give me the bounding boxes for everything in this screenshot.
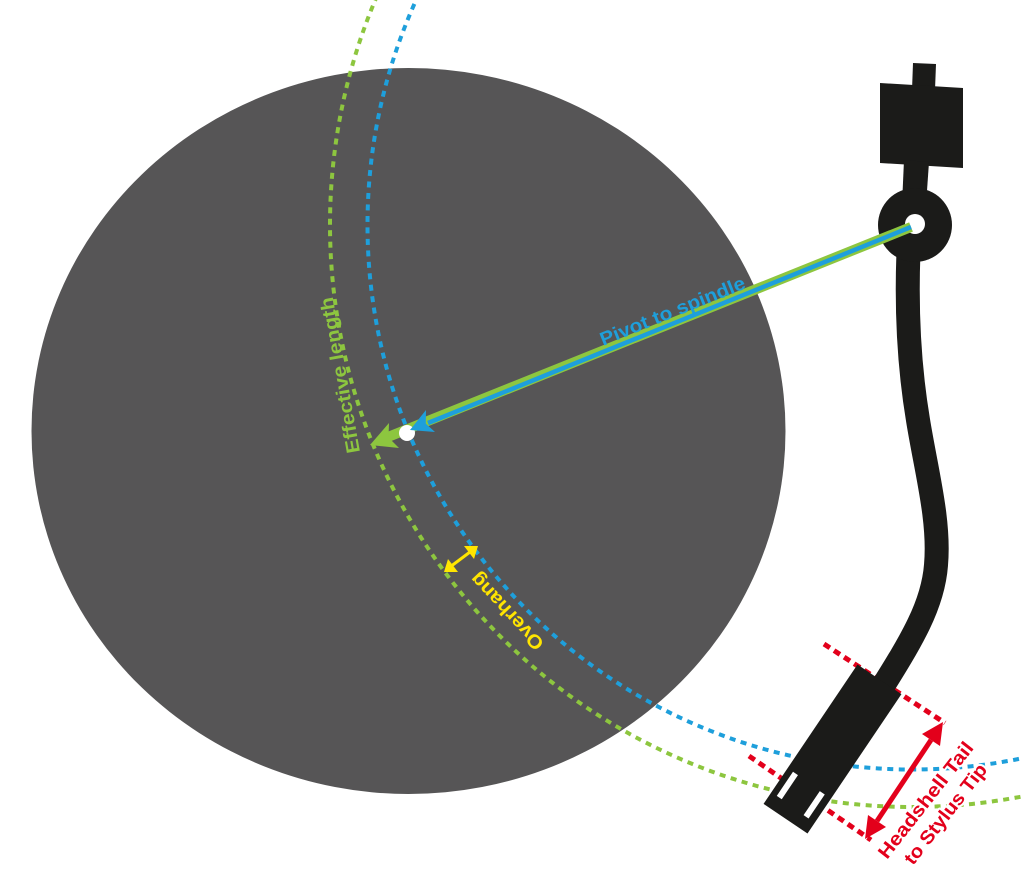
counterweight (880, 83, 963, 168)
effective-length-arrowhead-icon (370, 423, 399, 448)
overhang-double-arrow-icon (444, 546, 478, 572)
headshell-body (763, 664, 902, 834)
headshell (763, 664, 902, 834)
arm-tube (867, 239, 949, 701)
pivot-to-spindle-line (427, 224, 912, 426)
headshell-arrowhead-bottom (865, 815, 886, 839)
effective-length-arc (328, 0, 1024, 809)
counterweight-stub (912, 63, 936, 90)
overhang-arrowhead-top (464, 546, 478, 559)
headshell-slot-right (803, 791, 825, 819)
overhang-arrow-shaft (451, 550, 471, 567)
headshell-arrowhead-top (922, 722, 943, 746)
headshell-double-arrow-icon (865, 722, 943, 839)
headshell-slot-left (776, 771, 798, 800)
headshell-arrow-shaft (874, 738, 934, 823)
overhang-arrowhead-bottom (444, 559, 458, 572)
tonearm (763, 63, 963, 834)
pivot-to-spindle-arrowhead-icon (410, 410, 435, 432)
